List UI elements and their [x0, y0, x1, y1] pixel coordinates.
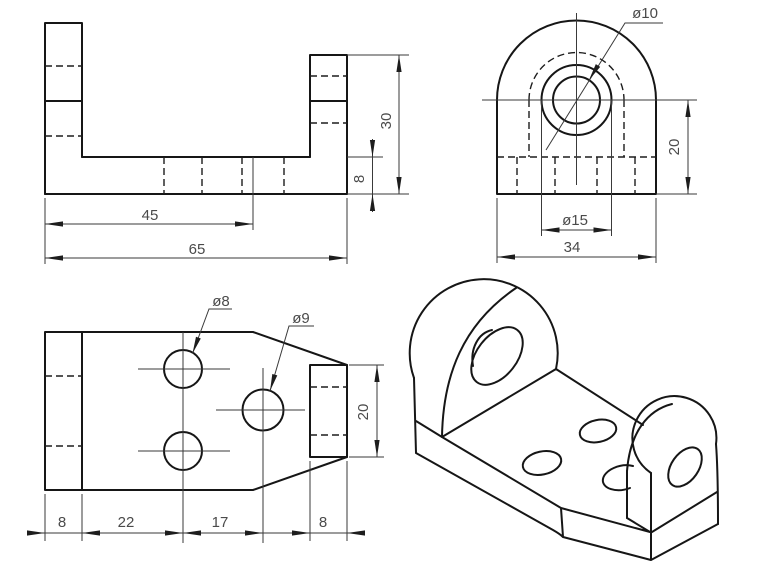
- dim-right-lug-thickness-label: 8: [319, 514, 327, 531]
- side-view: ø10 ø15 34 20: [482, 5, 697, 263]
- arrow: [183, 530, 201, 536]
- iso-large-lug-face-arc: [441, 287, 517, 438]
- arrow: [235, 221, 253, 227]
- arrow: [369, 140, 376, 157]
- front-base-hidden-holes: [163, 157, 285, 194]
- front-dimension-lines: [45, 55, 400, 259]
- iso-small-lug-face-arc: [626, 403, 673, 472]
- iso-base-edges: [413, 368, 719, 561]
- side-center-lines: [482, 13, 697, 185]
- iso-large-lug-hole: [470, 326, 524, 386]
- dim-hole-offset2-label: 17: [212, 514, 229, 531]
- front-view: 45 65 8 30: [44, 22, 409, 264]
- arrow: [245, 530, 263, 536]
- arrow: [82, 530, 100, 536]
- dim-left-lug-thickness-label: 8: [58, 514, 66, 531]
- dim-overall-depth-label: 34: [564, 239, 581, 256]
- side-dimension-lines: [497, 100, 689, 258]
- dim-large-hole-label: ø9: [292, 310, 310, 327]
- arrow: [396, 177, 402, 194]
- dim-base-thickness-label: 8: [351, 175, 368, 183]
- iso-base-hole-front: [521, 450, 563, 476]
- front-left-lug-hidden-lines: [45, 65, 82, 137]
- top-hole9-leader: [269, 325, 314, 392]
- arrow: [27, 530, 45, 536]
- top-center-lines: [138, 332, 305, 543]
- iso-small-lug-hole: [667, 446, 703, 488]
- arrow: [292, 530, 310, 536]
- dim-inner-width-label: 45: [142, 207, 159, 224]
- arrow: [638, 254, 656, 260]
- iso-large-lug-hole-wall: [471, 329, 493, 367]
- top-extension-lines: [44, 364, 384, 541]
- arrow: [396, 55, 402, 72]
- top-view: ø8 ø9 8 22 17 8 20: [27, 293, 384, 543]
- front-extension-lines: [44, 54, 409, 264]
- iso-large-lug-outer-arc: [408, 278, 559, 379]
- arrow: [497, 254, 515, 260]
- iso-base-hole-partial: [601, 464, 634, 492]
- front-right-lug-hidden-lines: [310, 75, 347, 124]
- dim-right-lug-width-label: 20: [355, 404, 372, 421]
- iso-base-hole-back: [578, 418, 618, 444]
- arrow: [589, 64, 601, 80]
- side-hole-leader: [545, 22, 663, 151]
- dim-boss-diameter-label: ø15: [562, 212, 588, 229]
- top-inner-edges: [81, 331, 348, 491]
- arrow: [541, 227, 560, 233]
- arrow: [270, 374, 278, 391]
- front-base: [44, 156, 348, 195]
- dim-overall-width-label: 65: [189, 241, 206, 258]
- iso-small-lug-right-edge: [715, 443, 719, 525]
- arrow: [374, 440, 380, 457]
- side-hidden-small-lug-arc: [528, 51, 625, 101]
- front-right-lug: [309, 54, 348, 195]
- iso-small-lug-outer-arc: [631, 395, 718, 474]
- dim-lug-height-label: 30: [378, 113, 395, 130]
- arrow: [192, 336, 201, 354]
- arrow: [329, 255, 347, 261]
- arrow: [685, 100, 691, 117]
- dim-center-height-label: 20: [666, 139, 683, 156]
- arrow: [593, 227, 612, 233]
- top-hidden-lines: [45, 375, 347, 447]
- arrow: [685, 177, 691, 194]
- isometric-view: [408, 278, 719, 561]
- side-extension-lines: [496, 100, 697, 263]
- arrow: [374, 365, 380, 382]
- arrow: [45, 255, 63, 261]
- dim-hole-offset1-label: 22: [118, 514, 135, 531]
- front-left-lug: [44, 22, 83, 195]
- arrow: [165, 530, 183, 536]
- arrow: [369, 194, 376, 211]
- dim-hole-diameter-label: ø10: [632, 5, 658, 22]
- arrow: [45, 221, 63, 227]
- arrow: [347, 530, 365, 536]
- dim-small-hole-label: ø8: [212, 293, 230, 310]
